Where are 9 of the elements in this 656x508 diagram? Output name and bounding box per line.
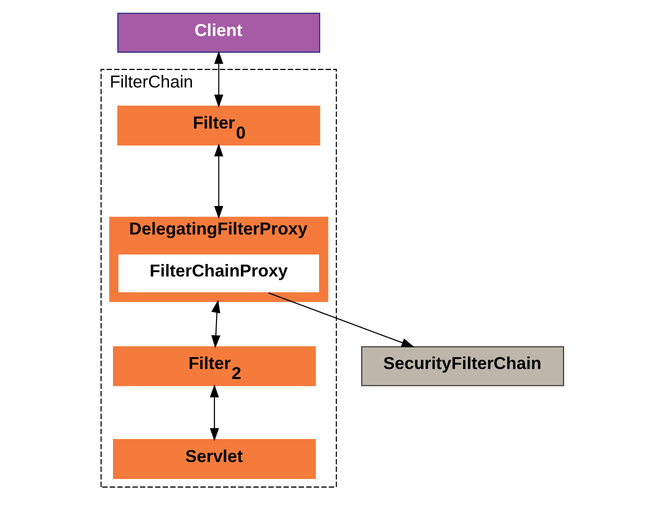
node-box: Servlet [112, 438, 316, 478]
node-box: FilterChainProxy [117, 252, 320, 293]
node-box: Client [117, 12, 320, 52]
node-box: SecurityFilterChain [361, 346, 564, 386]
arrow [268, 292, 415, 347]
arrow [211, 299, 220, 348]
arrow [214, 142, 224, 218]
arrow [214, 50, 224, 108]
arrow [210, 384, 219, 441]
